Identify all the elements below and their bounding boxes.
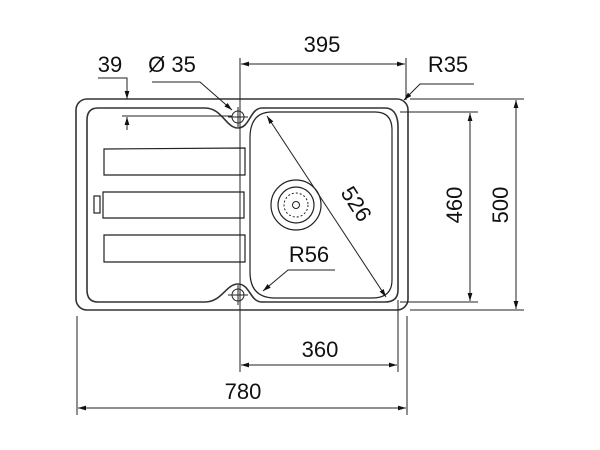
dim-39-leader: [98, 77, 130, 99]
dim-500-label: 500: [488, 187, 513, 224]
dim-395-label: 395: [304, 32, 341, 57]
dim-780-label: 780: [225, 379, 262, 404]
overflow-slot: [93, 195, 101, 214]
sink-outline: [75, 98, 409, 311]
tap-hole-top: [228, 107, 248, 127]
drainer-ribs: [102, 147, 246, 263]
drainer-outline: [86, 107, 399, 303]
dim-526-line: [266, 115, 387, 298]
dim-39-label: 39: [98, 52, 122, 77]
dim-r56-label: R56: [289, 242, 329, 267]
tap-hole-bottom: [228, 285, 248, 305]
dim-360-label: 360: [302, 337, 339, 362]
dim-r35-leader: [403, 83, 474, 101]
bowl: [249, 111, 393, 299]
dim-d35-label: Ø 35: [148, 52, 196, 77]
dim-460-label: 460: [442, 187, 467, 224]
dim-r35-label: R35: [428, 52, 468, 77]
dim-d35-leader: [152, 81, 233, 111]
dim-526-label: 526: [336, 182, 377, 226]
dim-r56-leader: [262, 269, 335, 292]
extension-lines: [76, 58, 524, 415]
